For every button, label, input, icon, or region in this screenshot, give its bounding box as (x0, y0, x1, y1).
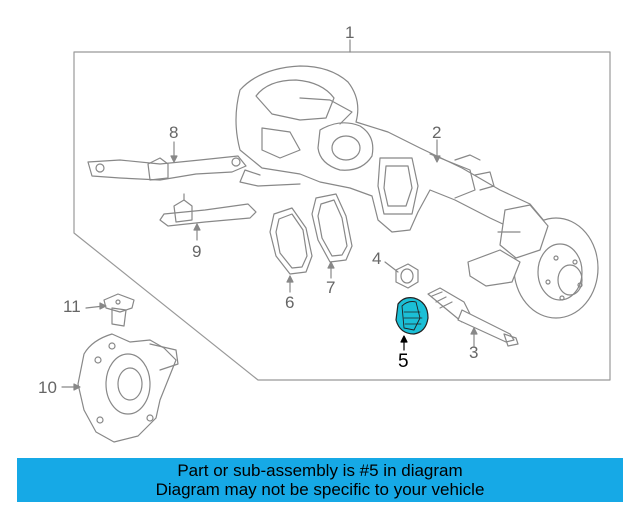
callout-2[interactable]: 2 (432, 123, 442, 142)
diagram-artwork (61, 39, 611, 443)
banner-line-2: Diagram may not be specific to your vehi… (155, 480, 485, 499)
callout-5[interactable]: 5 (398, 351, 409, 372)
parts-diagram: 1 2 3 4 5 6 7 8 9 10 11 (38, 23, 611, 443)
callout-7[interactable]: 7 (326, 278, 336, 297)
callout-3[interactable]: 3 (469, 343, 479, 362)
part-6-drawing (269, 207, 313, 275)
callout-9[interactable]: 9 (192, 242, 202, 261)
callout-8[interactable]: 8 (169, 123, 179, 142)
callout-4[interactable]: 4 (372, 249, 382, 268)
callout-10[interactable]: 10 (38, 378, 57, 397)
part-10-drawing (77, 333, 179, 443)
part-11-drawing (103, 293, 135, 327)
assembly-frame (73, 51, 611, 381)
part-9-drawing (159, 193, 257, 227)
callout-11[interactable]: 11 (63, 297, 81, 316)
part-5-drawing-highlighted (395, 297, 429, 335)
info-banner: Part or sub-assembly is #5 in diagram Di… (17, 458, 623, 502)
callout-6[interactable]: 6 (285, 293, 295, 312)
part-8-drawing (87, 155, 247, 181)
part-3-drawing (427, 287, 519, 347)
axle-housing-drawing (235, 65, 599, 319)
banner-line-1: Part or sub-assembly is #5 in diagram (177, 461, 463, 480)
callout-1[interactable]: 1 (345, 23, 355, 42)
part-7-drawing (311, 193, 353, 263)
part-4-drawing (395, 263, 419, 289)
